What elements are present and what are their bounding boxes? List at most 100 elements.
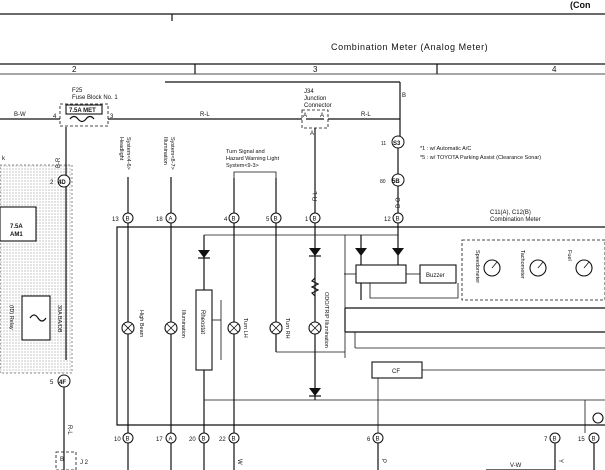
bottom-pin-num: 10 bbox=[114, 437, 121, 443]
turn-lh-lamp-x bbox=[229, 323, 239, 333]
relay-fuse-symbol bbox=[29, 314, 47, 322]
wire-label-b-w: B-W bbox=[14, 112, 26, 118]
odo-diode-bottom bbox=[309, 388, 321, 396]
note-1: *1 : w/ Automatic A/C bbox=[420, 146, 471, 152]
fuse-box-am1 bbox=[0, 206, 37, 242]
connector-4f-label: 4F bbox=[59, 380, 66, 386]
top-pin-con: B bbox=[274, 217, 278, 223]
system-illumination-2: System<8-7> bbox=[169, 137, 175, 170]
top-pin-con: B bbox=[126, 217, 130, 223]
turn-signal-line1: Turn Signal and bbox=[226, 149, 265, 155]
bottom-pin: B 15 bbox=[578, 432, 600, 444]
wire-label-r-l-left: R-L bbox=[66, 425, 72, 435]
bottom-pin-num: 20 bbox=[189, 437, 196, 443]
ecu-diode-1 bbox=[355, 248, 367, 256]
wire-label-b-o: B-O bbox=[396, 197, 402, 208]
speedometer-needle bbox=[491, 261, 498, 269]
bottom-pins: B 10 A 17 B 20 B 22 B 6 B 7 bbox=[114, 432, 600, 444]
relay-label-b: (ID) Relay bbox=[8, 305, 14, 330]
turn-lh-label: Turn LH bbox=[242, 318, 248, 338]
meter-id: C11(A), C12(B) bbox=[490, 210, 531, 216]
ecu-block bbox=[355, 264, 407, 284]
wire-label-v-w: V-W bbox=[510, 463, 522, 469]
turn-signal-bracket bbox=[233, 171, 277, 178]
junction-line2: Connector bbox=[304, 103, 332, 109]
ecu-diode-2 bbox=[392, 248, 404, 256]
top-pin-num: 5 bbox=[266, 217, 270, 223]
bottom-pin-con: B bbox=[376, 437, 380, 443]
top-pin-con: A bbox=[169, 217, 173, 223]
fuse-rating: 7.5A MET bbox=[69, 108, 96, 114]
fuse-symbol bbox=[69, 115, 95, 123]
top-pin-num: 4 bbox=[224, 217, 228, 223]
right-lamp bbox=[592, 412, 604, 424]
fuse-block-id: F25 bbox=[72, 88, 83, 94]
bottom-pin-con: B bbox=[553, 437, 557, 443]
connector-5-label: 5 bbox=[50, 380, 54, 386]
connector-4d-label: 4D bbox=[58, 180, 66, 186]
rheostat-label: Rheostat bbox=[199, 310, 205, 334]
junction-id: J34 bbox=[304, 89, 314, 95]
top-pin: B 4 bbox=[224, 212, 240, 224]
bottom-pin-num: 7 bbox=[544, 437, 548, 443]
grid-number-2: 2 bbox=[72, 65, 77, 74]
j2-pin-label: B bbox=[60, 457, 64, 463]
bottom-pin: B 6 bbox=[367, 432, 384, 444]
gauge-group bbox=[461, 239, 605, 301]
bottom-pin: B 20 bbox=[189, 432, 210, 444]
j2-outline bbox=[55, 451, 77, 470]
top-pin-con: B bbox=[396, 217, 400, 223]
top-pin: B 5 bbox=[266, 212, 282, 224]
continued-label: (Con bbox=[570, 0, 591, 10]
bottom-pin: A 17 bbox=[156, 432, 177, 444]
tachometer-label: Tachometer bbox=[519, 250, 525, 279]
wire-label-r-l-3: R-L bbox=[313, 191, 319, 201]
fuse-label-box bbox=[65, 104, 103, 115]
high-beam-label: High Beam bbox=[138, 310, 144, 338]
left-mark: k bbox=[2, 156, 6, 162]
rheostat-diode bbox=[198, 250, 210, 258]
bottom-pin-con: B bbox=[126, 437, 130, 443]
grid-number-4: 4 bbox=[552, 65, 557, 74]
wire-label-b-top: B bbox=[402, 93, 406, 99]
bottom-pin-con: B bbox=[232, 437, 236, 443]
wire-label-r-l-1: R-L bbox=[200, 112, 210, 118]
odo-lamp-x bbox=[310, 323, 320, 333]
top-pin-num: 13 bbox=[112, 217, 119, 223]
bottom-pin-num: 6 bbox=[367, 437, 371, 443]
meter-outline bbox=[116, 226, 605, 426]
fuel-label: Fuel bbox=[566, 250, 572, 261]
illumination-lamp-x bbox=[166, 323, 176, 333]
page-title: Combination Meter (Analog Meter) bbox=[331, 42, 488, 52]
fuse-am1-name: AM1 bbox=[10, 232, 23, 238]
fuse-pin-out: 3 bbox=[110, 114, 114, 120]
system-headlight-2: System<4-6> bbox=[125, 137, 131, 170]
top-pin: B 12 bbox=[384, 212, 404, 224]
top-pin-num: 12 bbox=[384, 217, 391, 223]
bottom-pin: B 7 bbox=[544, 432, 561, 444]
bottom-pin-con: B bbox=[592, 437, 596, 443]
junction-line1: Junction bbox=[304, 96, 326, 102]
connector-80-label: 80 bbox=[380, 179, 386, 185]
top-pin-num: 1 bbox=[305, 217, 309, 223]
buzzer-label: Buzzer bbox=[426, 273, 445, 279]
fuse-block-name: Fuse Block No. 1 bbox=[72, 95, 118, 101]
turn-signal-line3: System<9-3> bbox=[226, 163, 259, 169]
bottom-pin-num: 15 bbox=[578, 437, 585, 443]
fuel-needle bbox=[583, 261, 590, 269]
turn-rh-lamp-x bbox=[271, 323, 281, 333]
tachometer-needle bbox=[537, 261, 544, 269]
ecu-bottom-wire bbox=[369, 283, 459, 299]
turn-signal-line2: Hazard Warning Light bbox=[226, 156, 279, 162]
odo-diode-top bbox=[309, 248, 321, 256]
connector-2-label: 2 bbox=[50, 180, 54, 186]
bottom-pin: B 22 bbox=[219, 432, 240, 444]
shaded-junction-block bbox=[0, 164, 73, 374]
turn-rh-label: Turn RH bbox=[284, 318, 290, 339]
bottom-pin: B 10 bbox=[114, 432, 134, 444]
meter-name: Combination Meter bbox=[490, 217, 541, 223]
connector-5b-label: 5B bbox=[392, 179, 400, 185]
connector-s3-label: S3 bbox=[393, 141, 401, 147]
wire-label-y: Y bbox=[557, 459, 563, 463]
